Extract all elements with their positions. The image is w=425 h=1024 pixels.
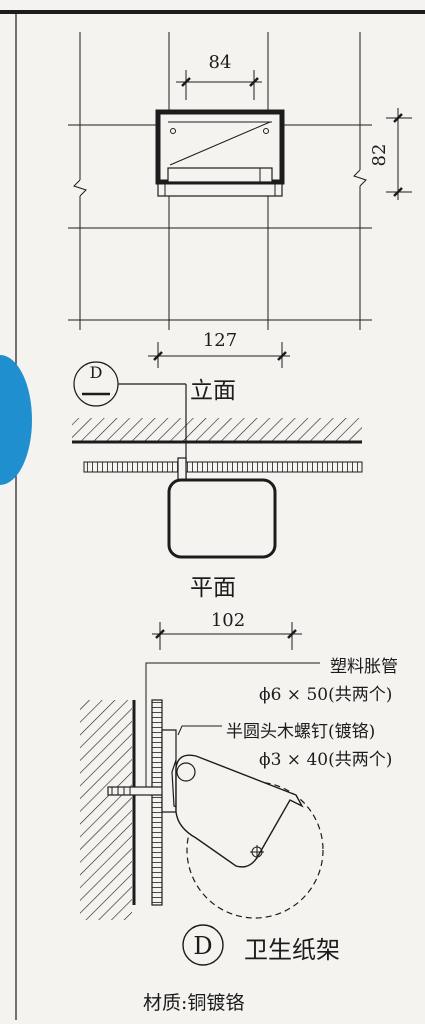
blue-tab [0, 355, 32, 485]
dimension-84 [176, 70, 262, 100]
material-note: 材质:铜镀铬 [143, 992, 245, 1014]
dimension-102 [152, 622, 302, 650]
anchor-name-note: 塑料胀管 [330, 657, 398, 677]
screw-spec-note: ϕ3 × 40(共两个) [259, 750, 393, 770]
plan-label: 平面 [190, 575, 236, 601]
anchor-spec-note: ϕ6 × 50(共两个) [259, 685, 393, 705]
dim-127-label: 127 [203, 330, 237, 351]
title-marker [182, 924, 224, 966]
plan-view [72, 418, 363, 559]
dim-84-label: 84 [209, 52, 232, 73]
drawing-title: 卫生纸架 [244, 936, 340, 964]
dimension-127 [148, 342, 290, 368]
holder-elevation [155, 109, 285, 197]
section-marker-letter: D [90, 363, 103, 382]
dimension-82 [386, 108, 412, 200]
section-view [80, 662, 324, 920]
title-marker-letter: D [193, 932, 212, 960]
dim-102-label: 102 [211, 610, 245, 631]
screw-name-note: 半圆头木螺钉(镀铬) [226, 722, 376, 742]
dim-82-label: 82 [369, 144, 390, 167]
elevation-label: 立面 [190, 378, 236, 404]
